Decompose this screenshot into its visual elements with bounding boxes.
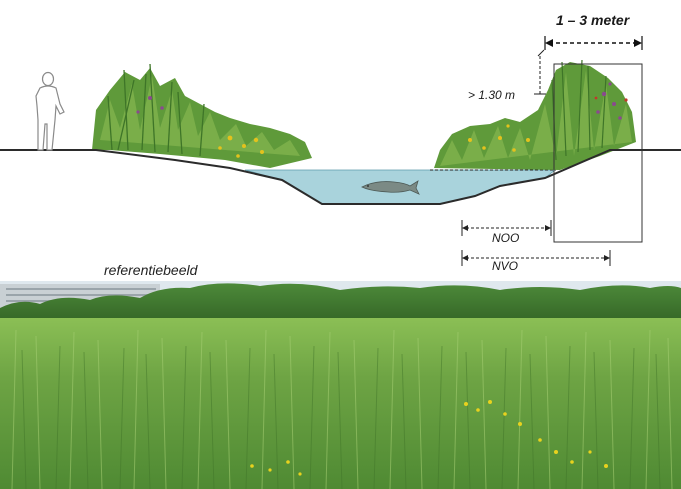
- person-silhouette-icon: [35, 71, 65, 151]
- left-vegetation: [92, 63, 312, 168]
- noo-label: NOO: [492, 231, 520, 245]
- fish-icon: [361, 180, 420, 195]
- ground-profile: [0, 149, 681, 205]
- min-depth-label: > 1.30 m: [468, 88, 516, 102]
- noo-dimension: [461, 220, 552, 236]
- reed-texture-dark: [21, 345, 661, 489]
- width-dimension: [544, 36, 643, 50]
- reed-texture: [11, 329, 673, 489]
- shore-zone-rectangle: [553, 63, 643, 243]
- yellow-flowers: [250, 400, 608, 476]
- nvo-label: NVO: [492, 259, 519, 273]
- depth-dimension: [534, 49, 546, 95]
- reference-caption: referentiebeeld: [104, 262, 198, 278]
- reed-field: [0, 318, 681, 489]
- nvo-dimension: [461, 250, 611, 266]
- width-range-label: 1 – 3 meter: [556, 12, 630, 28]
- reference-photo: [0, 281, 681, 489]
- right-vegetation: [434, 59, 636, 170]
